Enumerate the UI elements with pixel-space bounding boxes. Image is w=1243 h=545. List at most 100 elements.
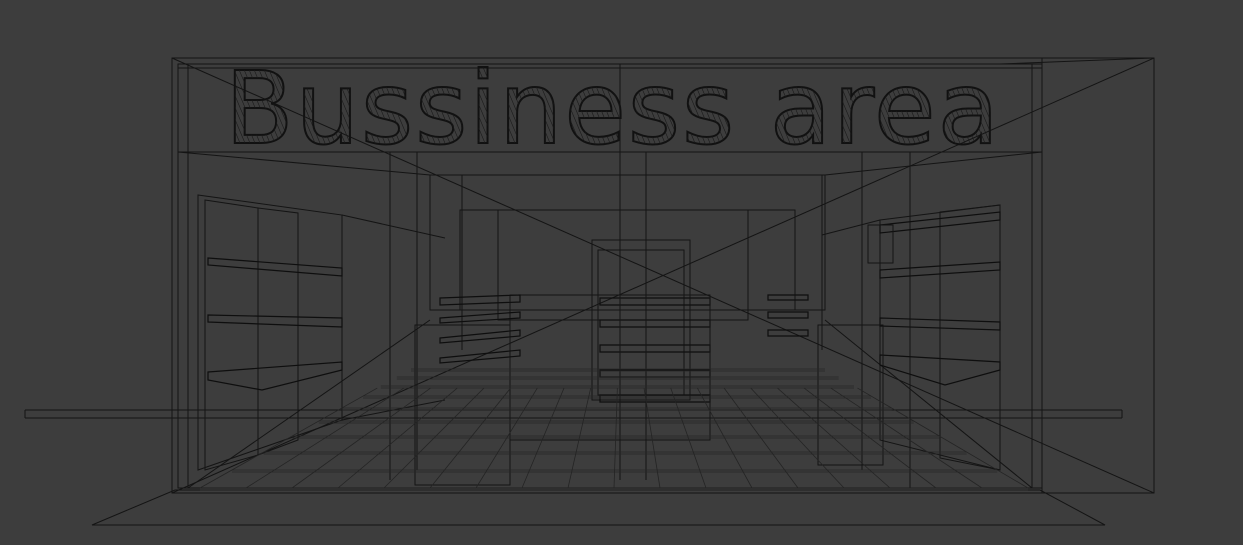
- sign-hatch-line: [339, 59, 381, 156]
- sign-hatch-line: [864, 59, 906, 156]
- sign-hatch-line: [869, 59, 911, 156]
- sign-hatch-line: [829, 59, 871, 156]
- sign-hatch-line: [249, 59, 291, 156]
- sign-hatch-line: [784, 59, 826, 156]
- sign-hatch-line: [384, 59, 426, 156]
- sign-hatch-line: [284, 59, 326, 156]
- sign-hatch-line: [514, 59, 556, 156]
- sign-hatch-line: [474, 59, 516, 156]
- sign-hatch-line: [714, 59, 756, 156]
- sign-hatch-line: [614, 59, 656, 156]
- sign-hatch-line: [669, 59, 711, 156]
- sign-hatch-line: [894, 59, 936, 156]
- sign-hatch-line: [534, 59, 576, 156]
- sign-hatch-line: [404, 59, 446, 156]
- sign-hatch-line: [394, 59, 436, 156]
- sign-hatch-line: [619, 59, 661, 156]
- sign-hatch-line: [574, 59, 616, 156]
- sign-hatch-line: [969, 59, 1001, 156]
- sign-hatch-line: [1015, 60, 1055, 155]
- sign-hatch-line: [854, 59, 896, 156]
- sign-hatch-line: [639, 59, 681, 156]
- sign-hatch-line: [549, 59, 591, 156]
- sign-hatch-line: [729, 59, 771, 156]
- sign-hatch-line: [279, 59, 321, 156]
- sign-hatch-line: [469, 59, 511, 156]
- sign-hatch-line: [849, 59, 891, 156]
- sign-hatch-line: [709, 59, 751, 156]
- sign-hatch-line: [839, 59, 881, 156]
- sign-hatch-line: [524, 59, 566, 156]
- sign-hatch-line: [1095, 60, 1135, 155]
- sign-hatch-line: [659, 59, 701, 156]
- sign-hatch-line: [1075, 60, 1115, 155]
- sign-hatch-line: [899, 59, 941, 156]
- sign-hatch-line: [225, 59, 246, 156]
- floor-grid-line: [199, 387, 378, 489]
- sign-hatch-line: [824, 59, 866, 156]
- sign-hatch-line: [324, 59, 366, 156]
- sign-hatch-line: [779, 59, 821, 156]
- center-fixtures: [414, 152, 884, 486]
- sign-hatch-line: [225, 59, 241, 156]
- sign-hatch-line: [769, 59, 811, 156]
- left-shelving: [197, 194, 446, 471]
- sign-hatch-line: [1065, 60, 1105, 155]
- sign-hatch-line: [774, 59, 816, 156]
- sign-hatch-line: [1060, 60, 1100, 155]
- sign-hatch-line: [484, 59, 526, 156]
- sign-hatch-line: [919, 59, 961, 156]
- sign-hatch-line: [269, 59, 311, 156]
- sign-hatch-line: [594, 59, 636, 156]
- sign-hatch-line: [264, 59, 306, 156]
- sign-hatch-line: [584, 59, 626, 156]
- sign-hatch-line: [1090, 60, 1130, 155]
- sign-hatch-line: [674, 59, 716, 156]
- sign-hatch-line: [309, 59, 351, 156]
- sign-hatch-line: [1030, 60, 1070, 155]
- sign-hatch-line: [225, 59, 256, 156]
- sign-hatch-line: [959, 59, 1001, 156]
- sign-hatch-line: [1025, 60, 1065, 155]
- sign-hatch-line: [1045, 60, 1085, 155]
- sign-hatch-line: [984, 59, 1001, 156]
- sign-hatch-line: [225, 59, 266, 156]
- sign-hatch-line: [434, 59, 476, 156]
- sign-hatch-line: [319, 59, 361, 156]
- sign-hatch-line: [794, 59, 836, 156]
- sign-hatch-line: [539, 59, 581, 156]
- sign-hatch-line: [754, 59, 796, 156]
- sign-hatch-line: [624, 59, 666, 156]
- sign-hatch-line: [1010, 60, 1050, 155]
- sign-hatch-line: [694, 59, 736, 156]
- sign-hatch-line: [1050, 60, 1090, 155]
- sign-hatch-line: [949, 59, 991, 156]
- sign-hatch-line: [359, 59, 401, 156]
- sign-hatch-line: [504, 59, 546, 156]
- sign-hatch-line: [814, 59, 856, 156]
- sign-hatch-line: [554, 59, 596, 156]
- sign-hatch-line: [449, 59, 491, 156]
- sign-hatch-line: [634, 59, 676, 156]
- sign-hatch-line: [419, 59, 461, 156]
- sign-hatch-line: [664, 59, 706, 156]
- sign-hatch-line: [274, 59, 316, 156]
- sign-hatch-line: [229, 59, 271, 156]
- sign-hatch-line: [789, 59, 831, 156]
- sign-hatch-line: [364, 59, 406, 156]
- sign-hatch-line: [759, 59, 801, 156]
- sign-hatch-line: [1005, 60, 1045, 155]
- sign-hatch-line: [914, 59, 956, 156]
- sign-hatch-line: [509, 59, 551, 156]
- sign-hatch-line: [529, 59, 571, 156]
- sign-hatch-line: [564, 59, 606, 156]
- sign-hatch-line: [844, 59, 886, 156]
- sign-hatch-line: [904, 59, 946, 156]
- sign-hatch-line: [459, 59, 501, 156]
- sign-hatch-line: [874, 59, 916, 156]
- sign-hatch-line: [389, 59, 431, 156]
- sign-hatch-line: [764, 59, 806, 156]
- sign-hatch-line: [649, 59, 691, 156]
